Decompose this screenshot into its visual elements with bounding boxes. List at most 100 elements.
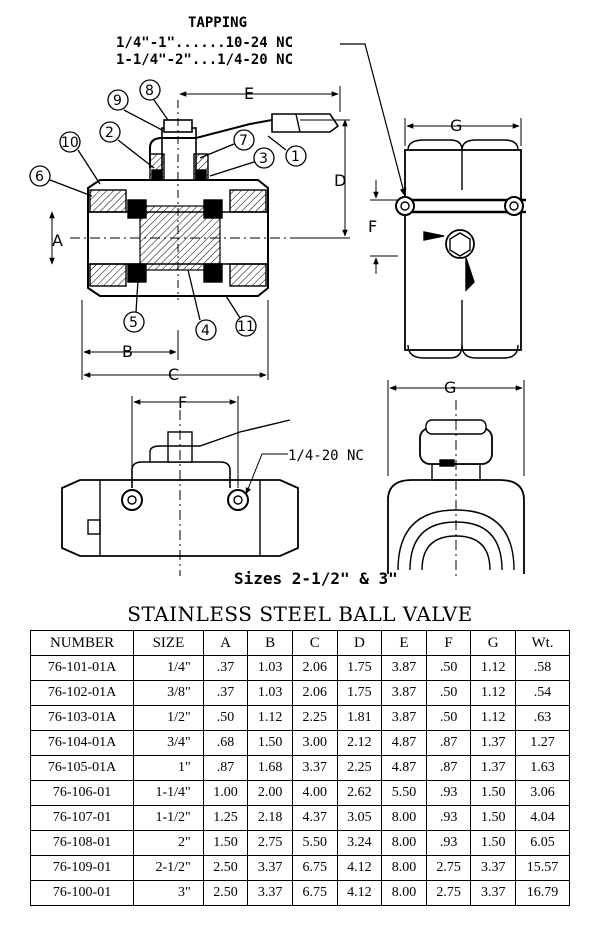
table-cell: 3.37 [470, 855, 517, 881]
callout-3: 3 [259, 151, 268, 167]
front-view-large-dims [131, 396, 288, 495]
callout-8: 8 [145, 83, 154, 99]
table-cell: 1.03 [247, 655, 293, 681]
table-cell: 4.04 [515, 805, 570, 831]
table-cell: 76-101-01A [29, 655, 135, 681]
end-view-top [395, 139, 526, 359]
table-cell: 3.87 [381, 680, 427, 706]
table-cell: 5.50 [381, 780, 427, 806]
table-cell: 3.24 [336, 830, 383, 856]
table-cell: 3.37 [470, 880, 517, 906]
table-cell: .93 [425, 805, 472, 831]
table-cell: 2.62 [336, 780, 383, 806]
table-cell: .93 [425, 830, 472, 856]
callout-11: 11 [237, 319, 255, 335]
callout-5: 5 [129, 315, 138, 331]
callout-4: 4 [201, 323, 210, 339]
valve-drawing: TAPPING 1/4"-1"......10-24 NC 1-1/4"-2".… [29, 15, 526, 588]
table-cell: 3" [133, 880, 204, 906]
table-cell: 3.37 [247, 880, 293, 906]
table-cell: 8.00 [381, 855, 427, 881]
table-cell: 1.50 [202, 830, 249, 856]
table-cell: .50 [425, 705, 472, 731]
end-view-top-dims [370, 118, 522, 274]
sizes-caption: Sizes 2-1/2" & 3" [234, 569, 398, 588]
end-view-large [387, 400, 525, 580]
table-cell: 1.68 [247, 755, 293, 781]
table-cell: .50 [202, 705, 249, 731]
table-cell: 1.50 [470, 830, 517, 856]
tapping-line-1: 1/4"-1"......10-24 NC [116, 35, 293, 51]
table-title: STAINLESS STEEL BALL VALVE [127, 602, 473, 626]
spec-table: NUMBER SIZE A B C D E F G Wt. 76-101-01A… [29, 630, 570, 906]
dim-d: D [334, 171, 346, 190]
table-cell: 3.87 [381, 705, 427, 731]
table-cell: 1-1/4" [133, 780, 204, 806]
dim-g-bottom: G [444, 378, 456, 397]
table-cell: 2.50 [202, 855, 249, 881]
table-cell: 8.00 [381, 880, 427, 906]
table-cell: 76-105-01A [29, 755, 135, 781]
table-cell: 1-1/2" [133, 805, 204, 831]
table-cell: 1/2" [133, 705, 204, 731]
header-f: F [425, 630, 472, 656]
table-cell: 2.12 [336, 730, 383, 756]
table-cell: .68 [202, 730, 249, 756]
tapping-line-2: 1-1/4"-2"...1/4-20 NC [116, 52, 293, 68]
table-cell: 4.00 [291, 780, 338, 806]
callout-9: 9 [113, 93, 122, 109]
table-cell: 1.25 [202, 805, 249, 831]
table-cell: 3.00 [291, 730, 338, 756]
callout-7: 7 [239, 133, 248, 149]
table-cell: 1.37 [470, 755, 517, 781]
header-number: NUMBER [29, 630, 135, 656]
table-cell: 8.00 [381, 830, 427, 856]
header-size: SIZE [133, 630, 204, 656]
table-cell: .87 [202, 755, 249, 781]
header-g: G [470, 630, 517, 656]
table-cell: 1.37 [470, 730, 517, 756]
header-wt: Wt. [515, 630, 570, 656]
sectional-view [70, 100, 350, 300]
table-cell: 4.12 [336, 880, 383, 906]
table-cell: 1.75 [336, 680, 383, 706]
table-cell: .37 [202, 680, 249, 706]
table-cell: 3.05 [336, 805, 383, 831]
table-cell: 1.63 [515, 755, 570, 781]
table-cell: 3/8" [133, 680, 204, 706]
table-cell: 3.37 [291, 755, 338, 781]
table-cell: .87 [425, 755, 472, 781]
dim-f-side: F [368, 217, 377, 236]
header-b: B [247, 630, 293, 656]
table-cell: 3.06 [515, 780, 570, 806]
table-cell: 2.50 [202, 880, 249, 906]
table-cell: 2.25 [291, 705, 338, 731]
table-cell: 16.79 [515, 880, 570, 906]
dim-e: E [244, 84, 254, 103]
table-cell: 1.12 [470, 680, 517, 706]
table-cell: .58 [515, 655, 570, 681]
table-cell: 2.25 [336, 755, 383, 781]
table-cell: 1.50 [470, 805, 517, 831]
tapping-leader [340, 43, 407, 197]
part-callouts [29, 79, 307, 341]
table-cell: 76-102-01A [29, 680, 135, 706]
table-cell: 4.12 [336, 855, 383, 881]
table-cell: 2-1/2" [133, 855, 204, 881]
table-cell: 76-104-01A [29, 730, 135, 756]
table-cell: .50 [425, 680, 472, 706]
table-cell: 4.87 [381, 730, 427, 756]
callout-6: 6 [35, 169, 44, 185]
table-cell: .54 [515, 680, 570, 706]
dim-f-front: F [178, 393, 187, 412]
table-cell: 6.05 [515, 830, 570, 856]
table-cell: 1.12 [470, 705, 517, 731]
tap-label: 1/4-20 NC [288, 448, 364, 464]
dim-c: C [168, 365, 179, 384]
